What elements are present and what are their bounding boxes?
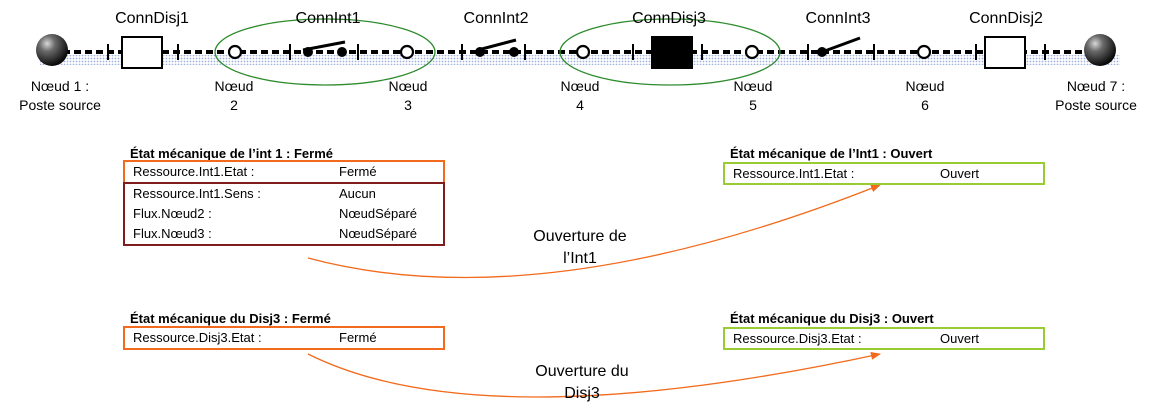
breaker-disj2-icon	[984, 36, 1026, 69]
state-key: Ressource.Int1.Sens :	[133, 186, 261, 201]
node-6-icon	[916, 44, 932, 60]
switch-int2-icon	[475, 38, 519, 57]
state-key: Flux.Nœud2 :	[133, 206, 212, 221]
label-conn-disj1: ConnDisj1	[115, 10, 189, 27]
state-key: Ressource.Disj3.Etat :	[133, 330, 262, 345]
zone-ellipse-disj3	[559, 18, 781, 86]
int1-after-etat-box: Ressource.Int1.Etat : Ouvert	[723, 162, 1045, 185]
state-value: NœudSéparé	[339, 226, 418, 241]
connector-ticks	[107, 44, 1046, 60]
label-conn-disj2: ConnDisj2	[969, 10, 1043, 27]
int1-before-title: État mécanique de l’int 1 : Fermé	[130, 146, 333, 161]
disj3-after-etat-box: Ressource.Disj3.Etat : Ouvert	[723, 327, 1045, 350]
node-1-label: Nœud 1 :Poste source	[19, 78, 101, 113]
breaker-disj1-icon	[121, 36, 163, 69]
disj3-before-etat-box: Ressource.Disj3.Etat : Fermé	[123, 326, 445, 350]
disj3-after-title: État mécanique du Disj3 : Ouvert	[730, 311, 934, 326]
disj3-before-title: État mécanique du Disj3 : Fermé	[130, 311, 331, 326]
switch-int1-icon	[302, 40, 347, 57]
int1-after-title: État mécanique de l’Int1 : Ouvert	[730, 146, 933, 161]
label-conn-int2: ConnInt2	[463, 10, 529, 27]
node-4-icon	[575, 44, 591, 60]
state-key: Ressource.Disj3.Etat :	[733, 331, 862, 346]
state-value: Ouvert	[940, 166, 980, 181]
zone-ellipse-int1	[214, 18, 436, 86]
state-value: Fermé	[339, 330, 377, 345]
int1-before-etat-box: Ressource.Int1.Etat : Fermé	[123, 160, 445, 184]
breaker-disj3-icon	[651, 36, 693, 69]
source-node-7-icon	[1084, 34, 1116, 66]
node-7-label: Nœud 7 :Poste source	[1055, 78, 1137, 113]
switch-int3-icon	[817, 36, 861, 57]
source-node-1-icon	[36, 34, 68, 66]
state-value: Aucun	[339, 186, 376, 201]
state-value: NœudSéparé	[339, 206, 418, 221]
node-2-icon	[227, 44, 243, 60]
state-key: Ressource.Int1.Etat :	[133, 164, 255, 179]
label-conn-int3: ConnInt3	[805, 10, 871, 27]
int1-before-detail-box: Ressource.Int1.Sens : Aucun Flux.Nœud2 :…	[123, 182, 445, 246]
line-shadow	[40, 55, 1120, 65]
state-key: Ressource.Int1.Etat :	[733, 166, 855, 181]
node-3-icon	[399, 44, 415, 60]
label-conn-int1: ConnInt1	[295, 10, 361, 27]
state-value: Ouvert	[940, 331, 980, 346]
transition-arrow-disj3	[307, 351, 881, 398]
state-key: Flux.Nœud3 :	[133, 226, 212, 241]
state-value: Fermé	[339, 164, 377, 179]
transition-arrow-int1	[307, 184, 881, 279]
node-5-icon	[744, 44, 760, 60]
label-conn-disj3: ConnDisj3	[632, 10, 706, 27]
